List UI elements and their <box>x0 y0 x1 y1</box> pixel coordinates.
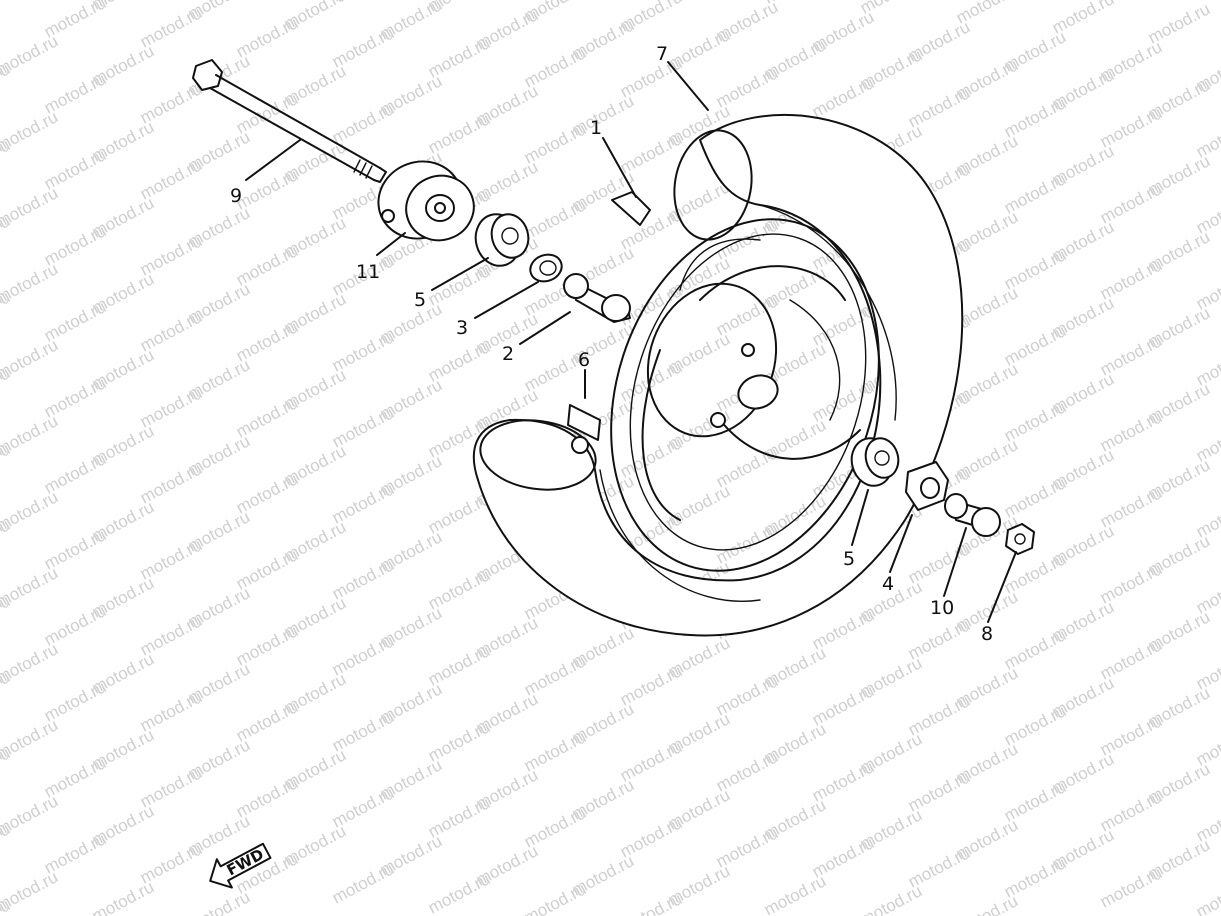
callout-7: 7 <box>656 43 668 65</box>
watermark-text: motod.ru <box>89 877 157 916</box>
watermark-text: motod.ru <box>1097 863 1165 911</box>
bearing-right-drawing <box>850 437 900 487</box>
flange-drawing <box>905 461 949 511</box>
callout-9: 9 <box>230 185 242 207</box>
watermark-text: motod.ru <box>185 887 253 916</box>
watermark-text: motod.ru <box>761 871 829 916</box>
callout-8: 8 <box>981 623 993 645</box>
watermark-text: motod.ru <box>425 869 493 916</box>
watermark-text: motod.ru <box>329 859 397 907</box>
callout-3: 3 <box>456 317 468 339</box>
callout-11: 11 <box>356 261 380 283</box>
callout-5-left: 5 <box>414 289 426 311</box>
callout-4: 4 <box>882 573 894 595</box>
oil-seal-drawing <box>529 253 563 283</box>
spacer-drawing <box>563 273 631 323</box>
watermark-text: motod.ru <box>0 0 13 32</box>
callout-6: 6 <box>578 349 590 371</box>
watermark-text: motod.ru <box>953 891 1021 916</box>
callout-5-right: 5 <box>843 548 855 570</box>
callout-10: 10 <box>930 597 954 619</box>
nut-drawing <box>1005 523 1035 555</box>
bearing-left-drawing <box>474 213 530 267</box>
valve-drawing <box>567 404 601 454</box>
leader-lines <box>245 61 1017 623</box>
callout-1: 1 <box>590 117 602 139</box>
wheel-rim-drawing <box>610 191 880 572</box>
watermark-text: motod.ru <box>521 879 589 916</box>
gear-unit-drawing <box>377 160 475 242</box>
watermark-text: motod.ru <box>857 881 925 916</box>
callout-labels: 7 1 9 11 5 3 2 6 5 4 10 8 <box>230 43 993 645</box>
watermark-text: motod.ru <box>617 889 685 916</box>
collar-drawing <box>944 493 1001 537</box>
axle-drawing <box>192 59 387 183</box>
callout-2: 2 <box>502 343 514 365</box>
watermark-text: motod.ru <box>1193 873 1221 916</box>
